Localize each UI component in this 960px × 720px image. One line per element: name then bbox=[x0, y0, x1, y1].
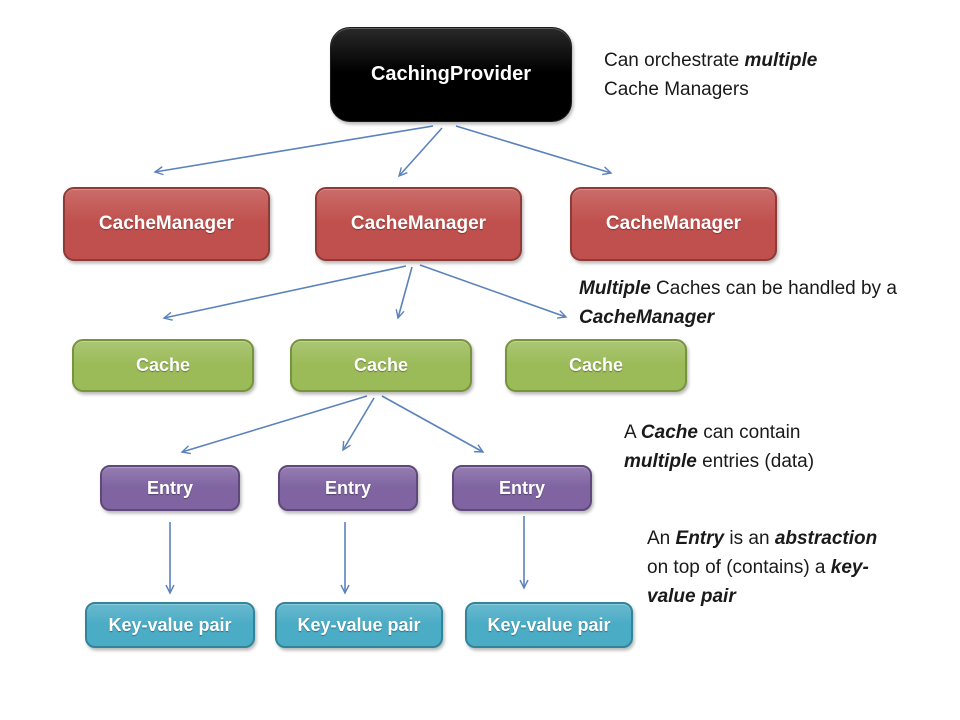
node-label: Entry bbox=[324, 477, 371, 498]
node-cache-manager-1: CacheManager bbox=[63, 187, 270, 261]
node-caching-provider: CachingProvider bbox=[330, 27, 572, 122]
annotation-line: value pair bbox=[647, 582, 947, 611]
node-cache-manager-3: CacheManager bbox=[570, 187, 777, 261]
node-key-value-pair-1: Key-value pair bbox=[85, 602, 255, 648]
annotation-segment: multiple bbox=[744, 50, 818, 71]
node-label: Cache bbox=[568, 355, 624, 375]
node-entry-2: Entry bbox=[278, 465, 418, 511]
annotation-segment: A bbox=[624, 422, 641, 443]
node-label: Key-value pair bbox=[108, 614, 232, 635]
node-entry-3: Entry bbox=[452, 465, 592, 511]
arrow-manager-to-cache-2 bbox=[395, 266, 413, 320]
node-label: Entry bbox=[498, 477, 545, 498]
node-label: Cache bbox=[353, 355, 409, 375]
annotation-segment: on top of (contains) a bbox=[647, 557, 831, 578]
annotation-line: An Entry is an abstraction bbox=[647, 524, 947, 553]
annotation-segment: abstraction bbox=[774, 528, 878, 549]
annotation-segment: is an bbox=[724, 528, 775, 549]
annotation-segment: Multiple bbox=[579, 278, 651, 299]
arrow-manager-to-cache-3 bbox=[419, 264, 568, 319]
annotation-line: A Cache can contain bbox=[624, 418, 934, 447]
annotation-segment: CacheManager bbox=[579, 307, 715, 328]
annotation-segment: Entry bbox=[675, 528, 725, 549]
annotation-line: CacheManager bbox=[579, 303, 954, 332]
arrow-provider-to-manager-2 bbox=[397, 127, 443, 178]
annotation-segment: multiple bbox=[624, 451, 697, 472]
annotation-segment: can contain bbox=[697, 422, 801, 443]
arrow-cache-to-entry-1 bbox=[180, 395, 368, 455]
annotation-segment: value pair bbox=[647, 586, 736, 607]
annotation-line: Cache Managers bbox=[604, 75, 924, 104]
node-label: Key-value pair bbox=[487, 614, 611, 635]
node-label: Key-value pair bbox=[297, 614, 421, 635]
arrow-cache-to-entry-2 bbox=[342, 397, 375, 452]
node-cache-1: Cache bbox=[72, 339, 254, 392]
annotation-segment: Can orchestrate bbox=[604, 50, 745, 71]
node-entry-1: Entry bbox=[100, 465, 240, 511]
annotation-segment: Cache Managers bbox=[604, 79, 749, 100]
node-label: CachingProvider bbox=[370, 63, 532, 85]
annotation-line: on top of (contains) a key- bbox=[647, 553, 947, 582]
annotation-segment: key- bbox=[830, 557, 869, 578]
node-key-value-pair-3: Key-value pair bbox=[465, 602, 633, 648]
node-label: CacheManager bbox=[98, 213, 235, 234]
node-cache-manager-2: CacheManager bbox=[315, 187, 522, 261]
node-label: CacheManager bbox=[605, 213, 742, 234]
node-cache-3: Cache bbox=[505, 339, 687, 392]
node-label: Entry bbox=[146, 477, 193, 498]
annotation-segment: Caches can be handled by a bbox=[650, 278, 897, 299]
annotation-segment: Cache bbox=[640, 422, 698, 443]
arrow-manager-to-cache-1 bbox=[162, 265, 407, 321]
arrow-cache-to-entry-3 bbox=[381, 395, 485, 453]
arrow-provider-to-manager-1 bbox=[153, 125, 434, 176]
annotation-segment: entries (data) bbox=[696, 451, 815, 472]
node-label: CacheManager bbox=[350, 213, 487, 234]
node-label: Cache bbox=[135, 355, 191, 375]
arrow-provider-to-manager-3 bbox=[455, 125, 613, 176]
annotation-line: multiple entries (data) bbox=[624, 447, 934, 476]
node-cache-2: Cache bbox=[290, 339, 472, 392]
annotation-line: Can orchestrate multiple bbox=[604, 46, 924, 75]
node-key-value-pair-2: Key-value pair bbox=[275, 602, 443, 648]
annotation-segment: An bbox=[647, 528, 676, 549]
annotation-line: Multiple Caches can be handled by a bbox=[579, 274, 954, 303]
